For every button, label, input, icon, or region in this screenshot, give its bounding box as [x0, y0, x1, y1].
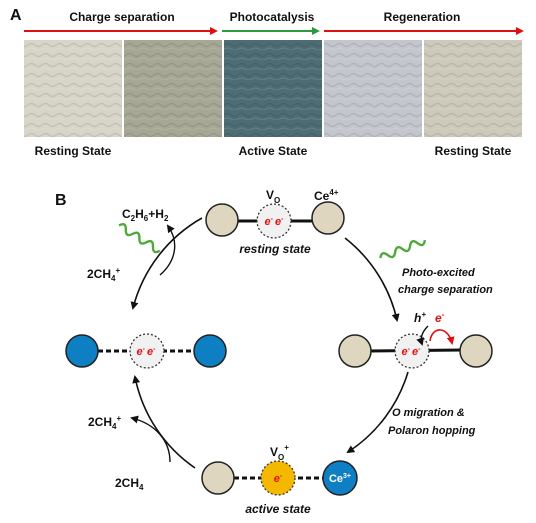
stage-photocatalysis: Photocatalysis — [230, 10, 315, 24]
excited-electrons: e-e- — [402, 346, 422, 358]
ce-sphere-right — [459, 334, 493, 368]
product-ch4-bottom: 2CH4+ — [88, 414, 121, 431]
caption-active: Active State — [239, 144, 308, 158]
electron-hop-arrow — [429, 329, 455, 345]
release-arrow-bottom — [130, 415, 171, 463]
light-wave-right — [379, 239, 427, 259]
o-sphere-right — [338, 334, 372, 368]
step-polaron-hopping: Polaron hopping — [388, 425, 476, 437]
ce3-sphere — [322, 460, 358, 496]
step-photo-excited: Photo-excited — [402, 267, 475, 279]
trapped-electrons-left: e-e- — [137, 346, 157, 358]
resting-state-label: resting state — [239, 242, 311, 256]
caption-resting-right: Resting State — [435, 144, 512, 158]
charged-vacancy — [260, 460, 296, 496]
light-wave-left — [118, 223, 161, 254]
stage-charge-separation: Charge separation — [69, 10, 174, 24]
step-o-migration: O migration & — [392, 407, 465, 419]
hole-label: h+ — [414, 310, 426, 325]
cycle-arrow-bottom-right — [346, 371, 409, 454]
step-charge-separation: charge separation — [398, 284, 493, 296]
resting-state-lattice: e-e- — [205, 201, 345, 239]
reactant-ch4-top: 2CH4+ — [87, 266, 120, 283]
reactant-ch4-bottom: 2CH4 — [115, 476, 144, 492]
hole-arrow — [416, 325, 429, 346]
cycle-arrow-top-left — [130, 217, 203, 310]
single-electron: e- — [274, 473, 283, 485]
cycle-arrow-bottom-left — [132, 375, 196, 469]
product-c2h6-h2: C2H6+H2 — [122, 207, 169, 223]
active-state-label: active state — [245, 502, 311, 516]
ce4-label: Ce4+ — [314, 188, 339, 203]
oxygen-vacancy-left — [129, 333, 165, 369]
blue-sphere-right — [193, 334, 227, 368]
o-sphere — [205, 203, 239, 237]
ce4-sphere — [311, 201, 345, 235]
active-state-lattice: e- Ce3+ — [201, 460, 358, 496]
photo-strip — [24, 40, 522, 137]
panel-b-label: B — [55, 192, 67, 209]
oxygen-vacancy — [256, 203, 292, 239]
caption-resting-left: Resting State — [35, 144, 112, 158]
blue-sphere-left — [65, 334, 99, 368]
vacancy-label-top: VO — [266, 188, 280, 205]
trapped-electrons: e-e- — [265, 216, 285, 228]
free-electron-label: e- — [435, 310, 445, 325]
release-arrow-top — [159, 224, 176, 276]
vacancy-label-bottom: VO+ — [270, 443, 289, 462]
panel-a-label: A — [10, 7, 22, 24]
ce3-label: Ce3+ — [329, 473, 351, 485]
stage-regeneration: Regeneration — [384, 10, 461, 24]
cycle-arrow-top-right — [344, 237, 400, 322]
charge-separated-lattice: e-e- — [338, 325, 493, 369]
left-lattice: e-e- — [65, 333, 227, 369]
o-sphere-bottom — [201, 461, 235, 495]
